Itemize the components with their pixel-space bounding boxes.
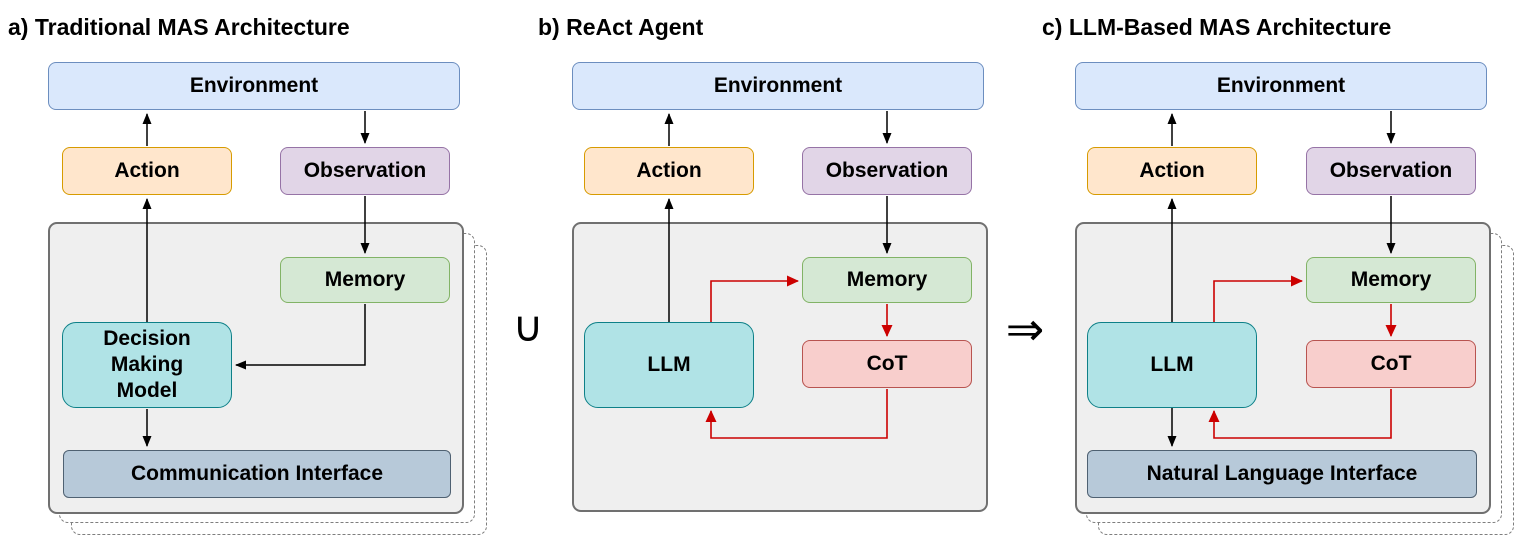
observation-label-a: Observation [303,158,427,182]
llm-box-b: LLM [584,322,754,408]
decision-making-model-box: Decision Making Model [62,322,232,408]
implies-operator: ⇒ [1005,303,1045,355]
union-operator: ∪ [512,303,544,350]
panel-b-title: b) ReAct Agent [538,14,704,40]
action-box-a: Action [62,147,232,195]
arrow-cot-to-llm-c [1208,389,1392,439]
environment-label-a: Environment [189,73,319,97]
natural-language-interface-label: Natural Language Interface [1146,461,1418,485]
arrow-llm-to-memory-b [710,275,799,322]
cot-box-c: CoT [1306,340,1476,388]
panel-a-title: a) Traditional MAS Architecture [8,14,350,40]
action-label-a: Action [114,158,180,182]
environment-box-b: Environment [572,62,984,110]
natural-language-interface-box: Natural Language Interface [1087,450,1477,498]
environment-box-a: Environment [48,62,460,110]
arrow-llm-to-memory-c [1213,275,1303,322]
memory-box-a: Memory [280,257,450,303]
communication-interface-label: Communication Interface [130,461,384,485]
observation-box-c: Observation [1306,147,1476,195]
decision-making-model-label: Decision Making Model [103,326,191,403]
action-label-b: Action [636,158,702,182]
panel-c-title: c) LLM-Based MAS Architecture [1042,14,1392,40]
cot-label-b: CoT [866,351,908,375]
observation-box-b: Observation [802,147,972,195]
memory-box-b: Memory [802,257,972,303]
memory-box-c: Memory [1306,257,1476,303]
llm-label-b: LLM [647,352,691,376]
action-label-c: Action [1139,158,1205,182]
llm-box-c: LLM [1087,322,1257,408]
environment-label-b: Environment [713,73,843,97]
memory-label-a: Memory [324,267,406,291]
action-box-b: Action [584,147,754,195]
environment-box-c: Environment [1075,62,1487,110]
arrow-cot-to-llm-b [705,389,888,439]
observation-label-c: Observation [1329,158,1453,182]
cot-label-c: CoT [1370,351,1412,375]
cot-box-b: CoT [802,340,972,388]
communication-interface-box: Communication Interface [63,450,451,498]
action-box-c: Action [1087,147,1257,195]
observation-label-b: Observation [825,158,949,182]
observation-box-a: Observation [280,147,450,195]
memory-label-b: Memory [846,267,928,291]
arrow-memory-to-decision-model-a [235,304,366,370]
llm-label-c: LLM [1150,352,1194,376]
environment-label-c: Environment [1216,73,1346,97]
memory-label-c: Memory [1350,267,1432,291]
